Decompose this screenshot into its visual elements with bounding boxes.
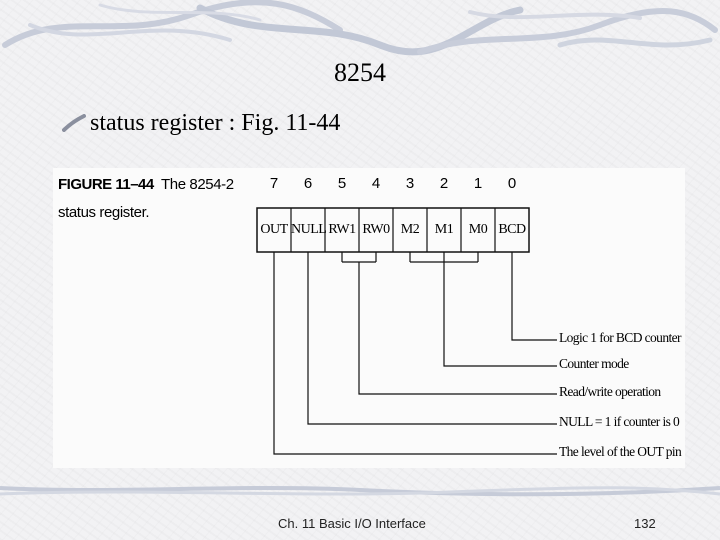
page-number: 132 [634, 516, 656, 531]
footer-chapter: Ch. 11 Basic I/O Interface [278, 516, 426, 531]
bit-number: 7 [269, 175, 279, 192]
register-cell-out: OUT [260, 222, 288, 237]
figure-number: FIGURE 11–44 [58, 176, 154, 193]
description-bcd: Logic 1 for BCD counter [559, 330, 682, 345]
register-cell-bcd: BCD [498, 222, 526, 237]
null-leader [307, 252, 557, 425]
description-null: NULL = 1 if counter is 0 [559, 414, 680, 429]
register-cell-rw1: RW1 [328, 222, 356, 237]
out-leader [273, 252, 557, 455]
bit-number: 5 [337, 175, 347, 192]
rw-leader [358, 262, 557, 395]
bit-number: 1 [473, 175, 483, 192]
brush-stroke-bullet-icon [62, 114, 86, 132]
bit-number: 2 [439, 175, 449, 192]
bullet-text: status register : Fig. 11-44 [90, 110, 341, 136]
bit-number: 4 [371, 175, 381, 192]
bit-number: 0 [507, 175, 517, 192]
bit-number: 3 [405, 175, 415, 192]
slide-title: 8254 [334, 58, 386, 87]
bottom-decorative-band [0, 486, 720, 497]
figure-caption-continued: status register. [58, 204, 150, 221]
register-diagram [256, 207, 557, 455]
register-cell-null: NULL [291, 222, 327, 237]
register-cell-m1: M1 [434, 222, 454, 237]
mode-leader [443, 262, 557, 367]
register-cell-m0: M0 [468, 222, 488, 237]
description-out: The level of the OUT pin [559, 444, 682, 459]
top-decorative-band [2, 0, 718, 56]
description-read-write: Read/write operation [559, 384, 661, 399]
bcd-leader [511, 252, 557, 341]
bit-number: 6 [303, 175, 313, 192]
register-cell-m2: M2 [400, 222, 420, 237]
status-register-figure: FIGURE 11–44 The 8254-2 status register.… [53, 168, 685, 468]
description-counter-mode: Counter mode [559, 356, 629, 371]
figure-caption: The 8254-2 [161, 176, 234, 193]
register-cell-rw0: RW0 [362, 222, 390, 237]
